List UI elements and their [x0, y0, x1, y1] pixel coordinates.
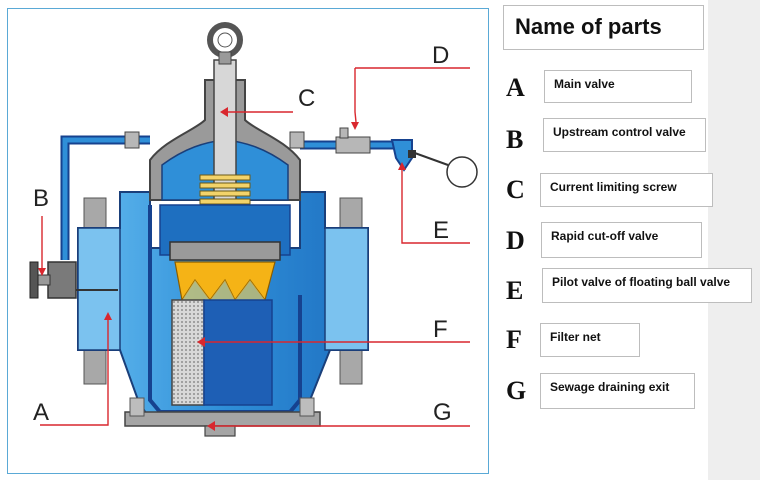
legend-letter-g: G [506, 376, 527, 405]
legend-item-upstream-control-valve: Upstream control valve [543, 118, 706, 152]
legend-letter-e: E [506, 276, 524, 305]
legend-letter-f: F [506, 325, 522, 354]
legend-letter-a: A [506, 73, 525, 102]
legend-item-sewage-draining-exit: Sewage draining exit [540, 373, 695, 409]
base-plate [124, 411, 321, 427]
callout-g: G [433, 399, 452, 426]
callout-e: E [433, 217, 449, 244]
legend-item-current-limiting-screw: Current limiting screw [540, 173, 713, 207]
callout-a: A [33, 399, 49, 426]
legend-item-pilot-valve-floating-ball: Pilot valve of floating ball valve [542, 268, 752, 303]
legend-item-filter-net: Filter net [540, 323, 640, 357]
legend-title: Name of parts [503, 5, 704, 50]
right-margin-strip [708, 0, 760, 480]
float-ball [446, 156, 478, 188]
valve-cutaway-diagram: D C B E F A G [29, 22, 478, 437]
callout-f: F [433, 316, 448, 343]
callout-c: C [298, 85, 315, 112]
spring [199, 174, 251, 205]
pilot-valve-float [390, 139, 478, 188]
legend-letter-c: C [506, 175, 525, 204]
leader-arrowheads [38, 107, 406, 431]
legend-letter-d: D [506, 226, 525, 255]
pipe-fittings [124, 127, 371, 154]
legend-item-rapid-cutoff-valve: Rapid cut-off valve [541, 222, 702, 258]
legend-item-main-valve: Main valve [544, 70, 692, 103]
callout-b: B [33, 185, 49, 212]
valve-body-grey-flange [77, 227, 369, 351]
legend-letter-b: B [506, 125, 524, 154]
filter-net [171, 299, 205, 406]
leader-lines [40, 67, 470, 427]
callout-d: D [432, 42, 449, 69]
upstream-control-valve [29, 261, 118, 299]
filter-inner [203, 299, 273, 406]
